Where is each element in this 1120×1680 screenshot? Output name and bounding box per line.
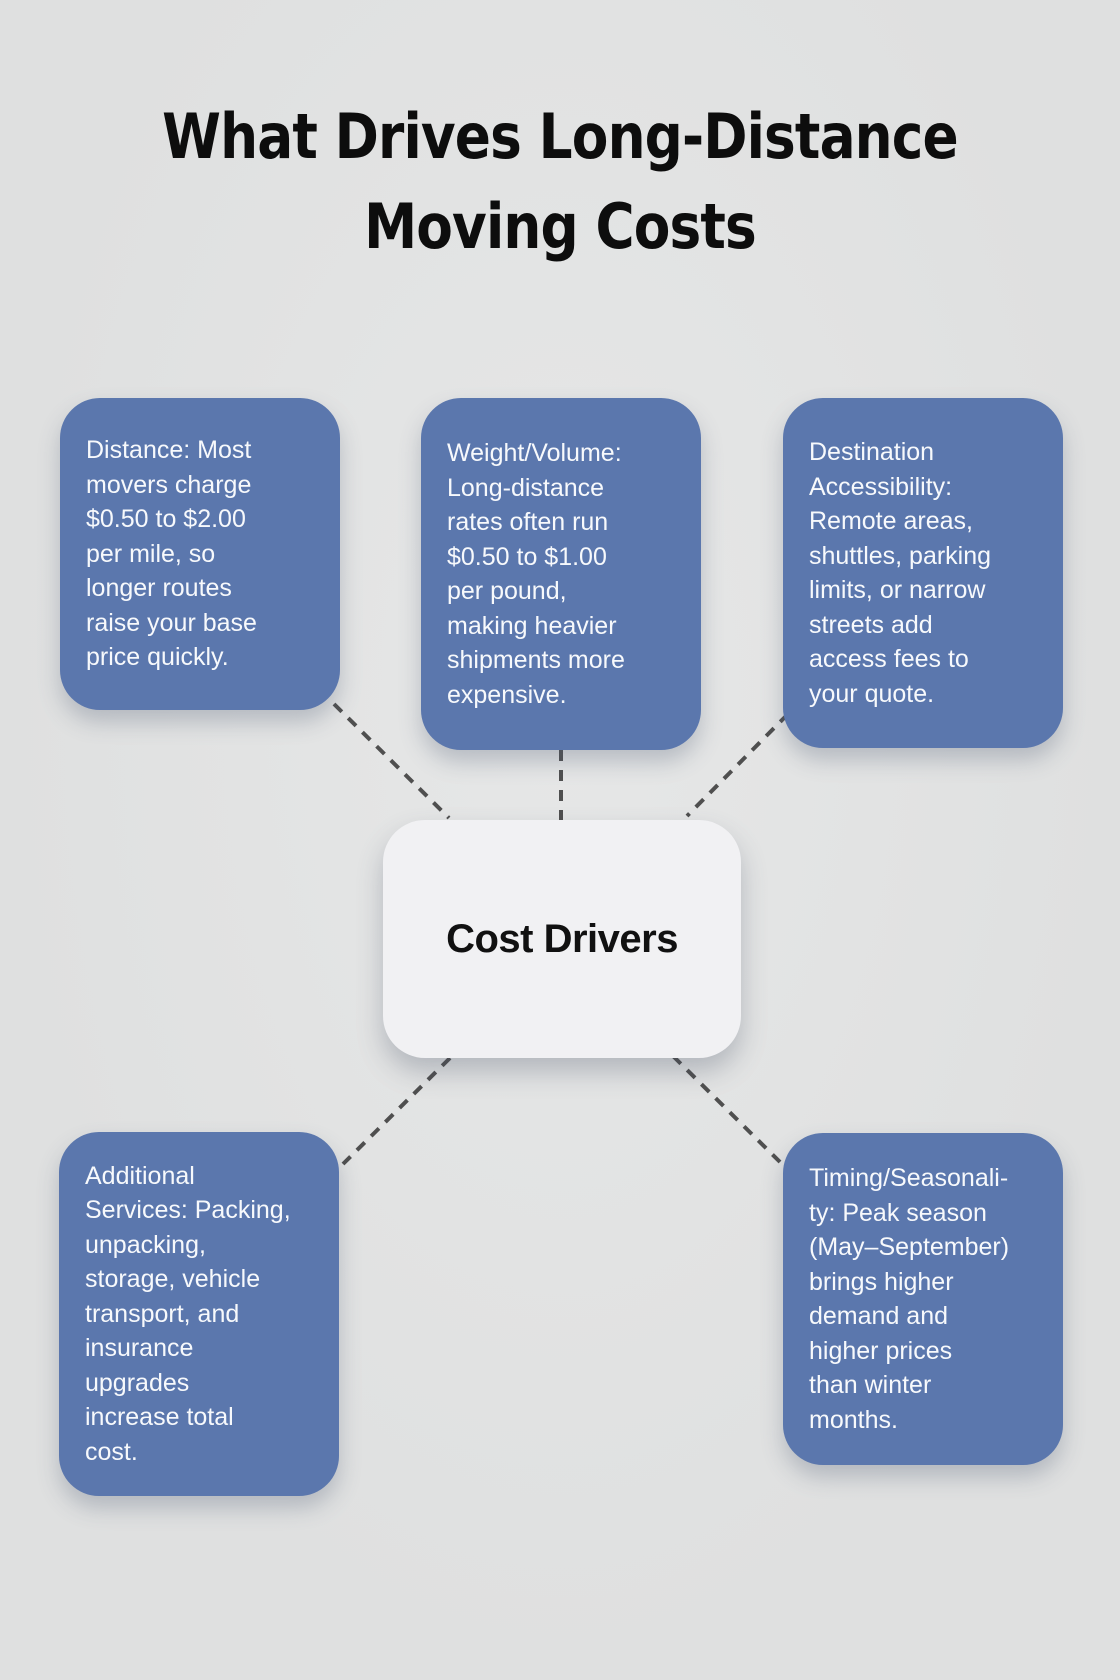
connector-timing	[671, 1054, 782, 1164]
factor-text: Additional Services: Packing, unpacking,…	[85, 1161, 291, 1466]
factor-text: Timing/Seasonali- ty: Peak season (May–S…	[809, 1164, 1010, 1434]
center-node: Cost Drivers	[383, 820, 741, 1058]
factor-box-destination-accessibility: Destination Accessibility: Remote areas,…	[783, 398, 1063, 748]
center-node-label: Cost Drivers	[446, 916, 678, 961]
connector-distance	[332, 702, 451, 820]
connector-additional	[341, 1056, 452, 1166]
factor-text: Distance: Most movers charge $0.50 to $2…	[86, 436, 257, 672]
factor-box-timing-seasonality: Timing/Seasonali- ty: Peak season (May–S…	[783, 1133, 1063, 1465]
page-title: What Drives Long-Distance Moving Costs	[78, 92, 1041, 272]
factor-box-distance: Distance: Most movers charge $0.50 to $2…	[60, 398, 340, 710]
factor-text: Weight/Volume: Long-distance rates often…	[447, 439, 625, 709]
factor-box-weight-volume: Weight/Volume: Long-distance rates often…	[421, 398, 701, 750]
factor-text: Destination Accessibility: Remote areas,…	[809, 438, 992, 708]
title-line-1: What Drives Long-Distance	[162, 100, 959, 173]
title-line-2: Moving Costs	[364, 190, 757, 263]
connector-destination	[685, 712, 790, 818]
factor-box-additional-services: Additional Services: Packing, unpacking,…	[59, 1132, 339, 1496]
